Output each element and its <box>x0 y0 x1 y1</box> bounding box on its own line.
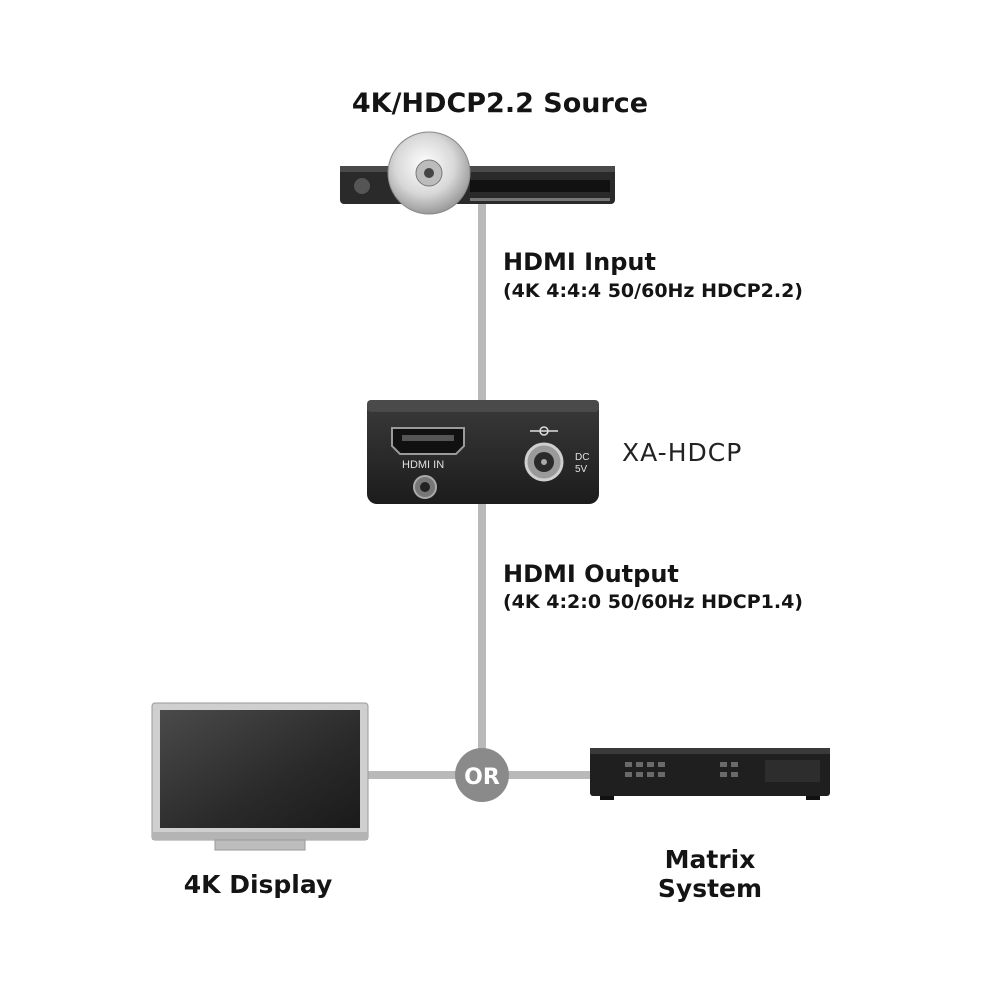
hdmi-input-title: HDMI Input <box>503 248 656 276</box>
display-tv <box>151 702 369 851</box>
or-junction: OR <box>455 748 509 802</box>
source-player <box>340 131 615 215</box>
hdmi-input-spec: (4K 4:4:4 50/60Hz HDCP2.2) <box>503 280 803 302</box>
hdmi-in-port-label: HDMI IN <box>402 459 444 471</box>
matrix-label-line1: Matrix <box>664 845 756 874</box>
device-model-label: XA-HDCP <box>622 438 743 467</box>
hdmi-output-spec: (4K 4:2:0 50/60Hz HDCP1.4) <box>503 591 803 613</box>
dc-voltage-label: 5V <box>575 464 588 475</box>
dc-port-label: DC <box>575 452 589 463</box>
matrix-label-line2: System <box>657 874 763 903</box>
matrix-label: Matrix System <box>600 845 820 903</box>
source-label: 4K/HDCP2.2 Source <box>351 88 649 119</box>
matrix-system <box>590 748 830 800</box>
hdmi-output-title: HDMI Output <box>503 560 679 588</box>
xa-hdcp-device: HDMI IN DC 5V <box>367 400 599 504</box>
or-label: OR <box>464 765 500 790</box>
display-label: 4K Display <box>183 870 333 899</box>
